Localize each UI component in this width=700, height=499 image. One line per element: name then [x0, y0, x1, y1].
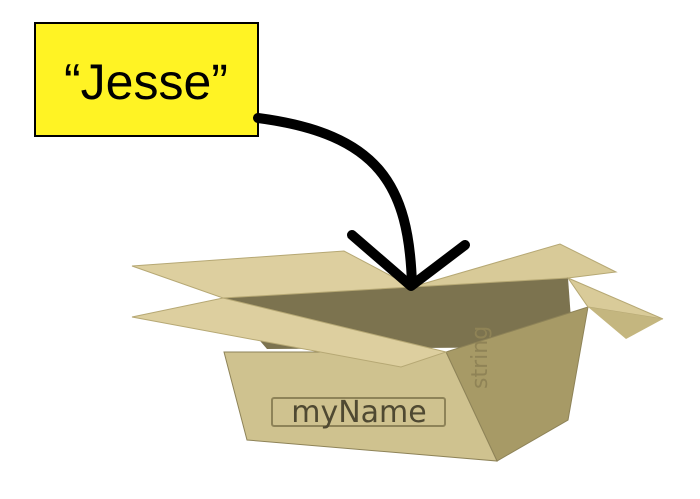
value-card-rectangle [34, 22, 259, 137]
value-text: “Jesse” [64, 54, 228, 110]
arrow-shaft [253, 113, 417, 290]
variable-name-label: myName [291, 395, 426, 430]
name-label-frame [271, 397, 446, 427]
box-right-flap-shadow [588, 307, 663, 339]
arrow-head [347, 230, 470, 291]
cardboard-box: myName string [131, 243, 664, 462]
value-card: “Jesse” [34, 22, 259, 137]
assignment-arrow [253, 113, 470, 291]
box-back-right-flap [411, 243, 618, 288]
variable-type-label: string [468, 326, 493, 389]
box-front-left-flap [131, 297, 448, 368]
